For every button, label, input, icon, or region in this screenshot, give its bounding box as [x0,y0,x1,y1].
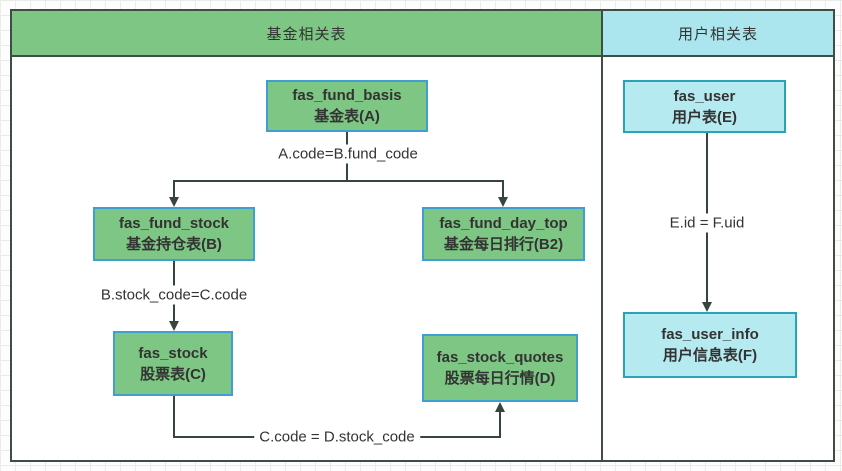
arrowhead-into-c [169,321,179,331]
table-name: fas_fund_basis [292,87,402,104]
table-box-fas-stock[interactable]: fas_stock 股票表(C) [113,331,233,396]
table-name: fas_fund_day_top [439,215,568,232]
relation-label-b-c[interactable]: B.stock_code=C.code [95,285,253,305]
connector-a-to-b2 [502,180,504,198]
table-label: 基金每日排行(B2) [443,236,564,253]
connector-a-branch-horizontal [173,180,504,182]
connector-c-down [173,396,175,437]
table-label: 基金表(A) [314,108,380,125]
section-header-user[interactable]: 用户相关表 [603,11,833,57]
table-label: 基金持仓表(B) [126,236,222,253]
arrowhead-into-d [495,402,505,412]
table-box-fas-fund-stock[interactable]: fas_fund_stock 基金持仓表(B) [93,207,255,261]
section-header-user-label: 用户相关表 [677,25,758,43]
connector-a-to-b [173,180,175,198]
relation-label-c-d[interactable]: C.code = D.stock_code [254,427,420,447]
table-label: 股票表(C) [140,365,206,383]
table-label: 股票每日行情(D) [444,370,556,387]
connector-d-up [499,411,501,437]
relation-label-a-b[interactable]: A.code=B.fund_code [273,144,423,164]
table-name: fas_user [673,87,736,105]
arrowhead-into-b [169,197,179,207]
table-box-fas-user-info[interactable]: fas_user_info 用户信息表(F) [623,312,797,378]
table-name: fas_stock_quotes [436,349,564,366]
section-header-fund-label: 基金相关表 [266,25,347,43]
table-name: fas_user_info [661,326,759,343]
table-box-fas-user[interactable]: fas_user 用户表(E) [623,80,786,133]
table-name: fas_fund_stock [118,215,230,232]
table-label: 用户表(E) [672,108,737,126]
table-name: fas_stock [138,344,208,362]
arrowhead-into-f [702,302,712,312]
table-box-fas-fund-day-top[interactable]: fas_fund_day_top 基金每日排行(B2) [422,207,585,261]
section-header-fund[interactable]: 基金相关表 [12,11,601,57]
lane-user-tables: 用户相关表 [603,11,833,460]
table-label: 用户信息表(F) [662,347,758,364]
relation-label-e-f[interactable]: E.id = F.uid [664,213,750,233]
arrowhead-into-b2 [498,197,508,207]
table-box-fas-fund-basis[interactable]: fas_fund_basis 基金表(A) [266,80,428,132]
table-box-fas-stock-quotes[interactable]: fas_stock_quotes 股票每日行情(D) [422,334,578,402]
